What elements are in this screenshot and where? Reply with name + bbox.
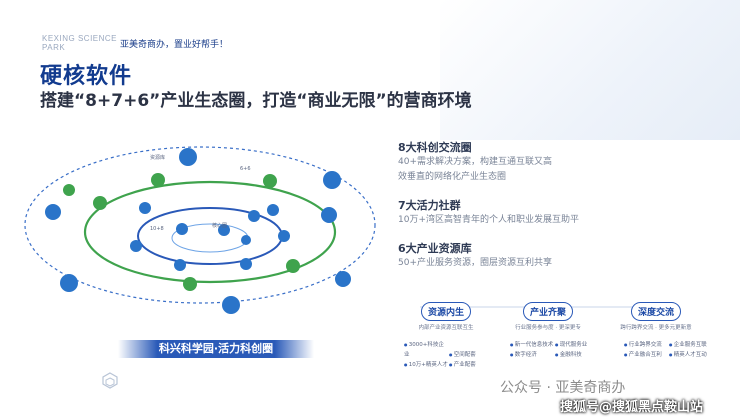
card-desc: 跨行跨界交流 · 更多元更新意 [620, 325, 692, 331]
watermark-wechat: 公众号 · 亚美奇商办 [500, 380, 626, 396]
card-tag: 资源内生 [420, 302, 471, 321]
info-heading: 8大科创交流圈 [398, 141, 472, 154]
brand-logo-text: KEXING SCIENCE PARK [42, 34, 118, 52]
card-industry: 产业齐聚 行业服务参与度 · 更深更专 [502, 300, 594, 331]
outer-icons [45, 148, 351, 314]
page-subtitle: 搭建“8+7+6”产业生态圈，打造“商业无限”的营商环境 [40, 91, 472, 111]
info-text: 50+产业服务资源，圈层资源互利共享 [398, 258, 552, 268]
card-bullets-industry: 新一代信息技术现代服务业 数字经济金融科技 [510, 340, 600, 360]
inner-icons [130, 202, 290, 271]
background-wash [440, 0, 740, 140]
outer-ring [24, 146, 376, 304]
info-section-2: 7大活力社群 10万+湾区高智青年的个人和职业发展互助平 [398, 197, 579, 228]
info-section-3: 6大产业资源库 50+产业服务资源，圈层资源互利共享 [398, 240, 552, 271]
watermark-sohu: 搜狐号@搜狐黑点鞍山站 [560, 400, 704, 415]
park-logo-icon [102, 372, 118, 389]
card-resources: 资源内生 内部产业资源互联互生 [400, 300, 492, 331]
card-bullets-exchange: 行业跨界交流企业服务互联 产业融合互利精英人才互动 [624, 340, 714, 360]
core-label: 核心圈 [212, 222, 227, 229]
card-tag: 产业齐聚 [522, 302, 573, 321]
inner-label: 10+8 [150, 226, 164, 232]
card-bullets-resources: 3000+科技企业空间配套 10万+精英人才产业配套 [404, 340, 494, 370]
info-text: 10万+湾区高智青年的个人和职业发展互助平 [398, 215, 579, 225]
mid-label: 6+6 [240, 166, 251, 172]
outer-label: 资源库 [150, 154, 165, 161]
park-title-banner: 科兴科学园·活力科创圈 [118, 340, 314, 358]
info-text: 效垂直的网络化产业生态圈 [398, 172, 507, 182]
mid-icons [63, 173, 300, 291]
card-desc: 内部产业资源互联互生 [418, 325, 474, 331]
card-desc: 行业服务参与度 · 更深更专 [515, 325, 581, 331]
card-tag: 深度交流 [630, 302, 681, 321]
info-heading: 7大活力社群 [398, 199, 461, 212]
info-section-1: 8大科创交流圈 40+需求解决方案，构建互通互联又高 效垂直的网络化产业生态圈 [398, 139, 552, 185]
tagline: 亚美奇商办，置业好帮手！ [120, 40, 229, 50]
page-title: 硬核软件 [40, 64, 133, 89]
card-exchange: 深度交流 跨行跨界交流 · 更多元更新意 [610, 300, 702, 331]
info-text: 40+需求解决方案，构建互通互联又高 [398, 157, 552, 167]
mid-ring [83, 180, 337, 284]
info-heading: 6大产业资源库 [398, 242, 472, 255]
